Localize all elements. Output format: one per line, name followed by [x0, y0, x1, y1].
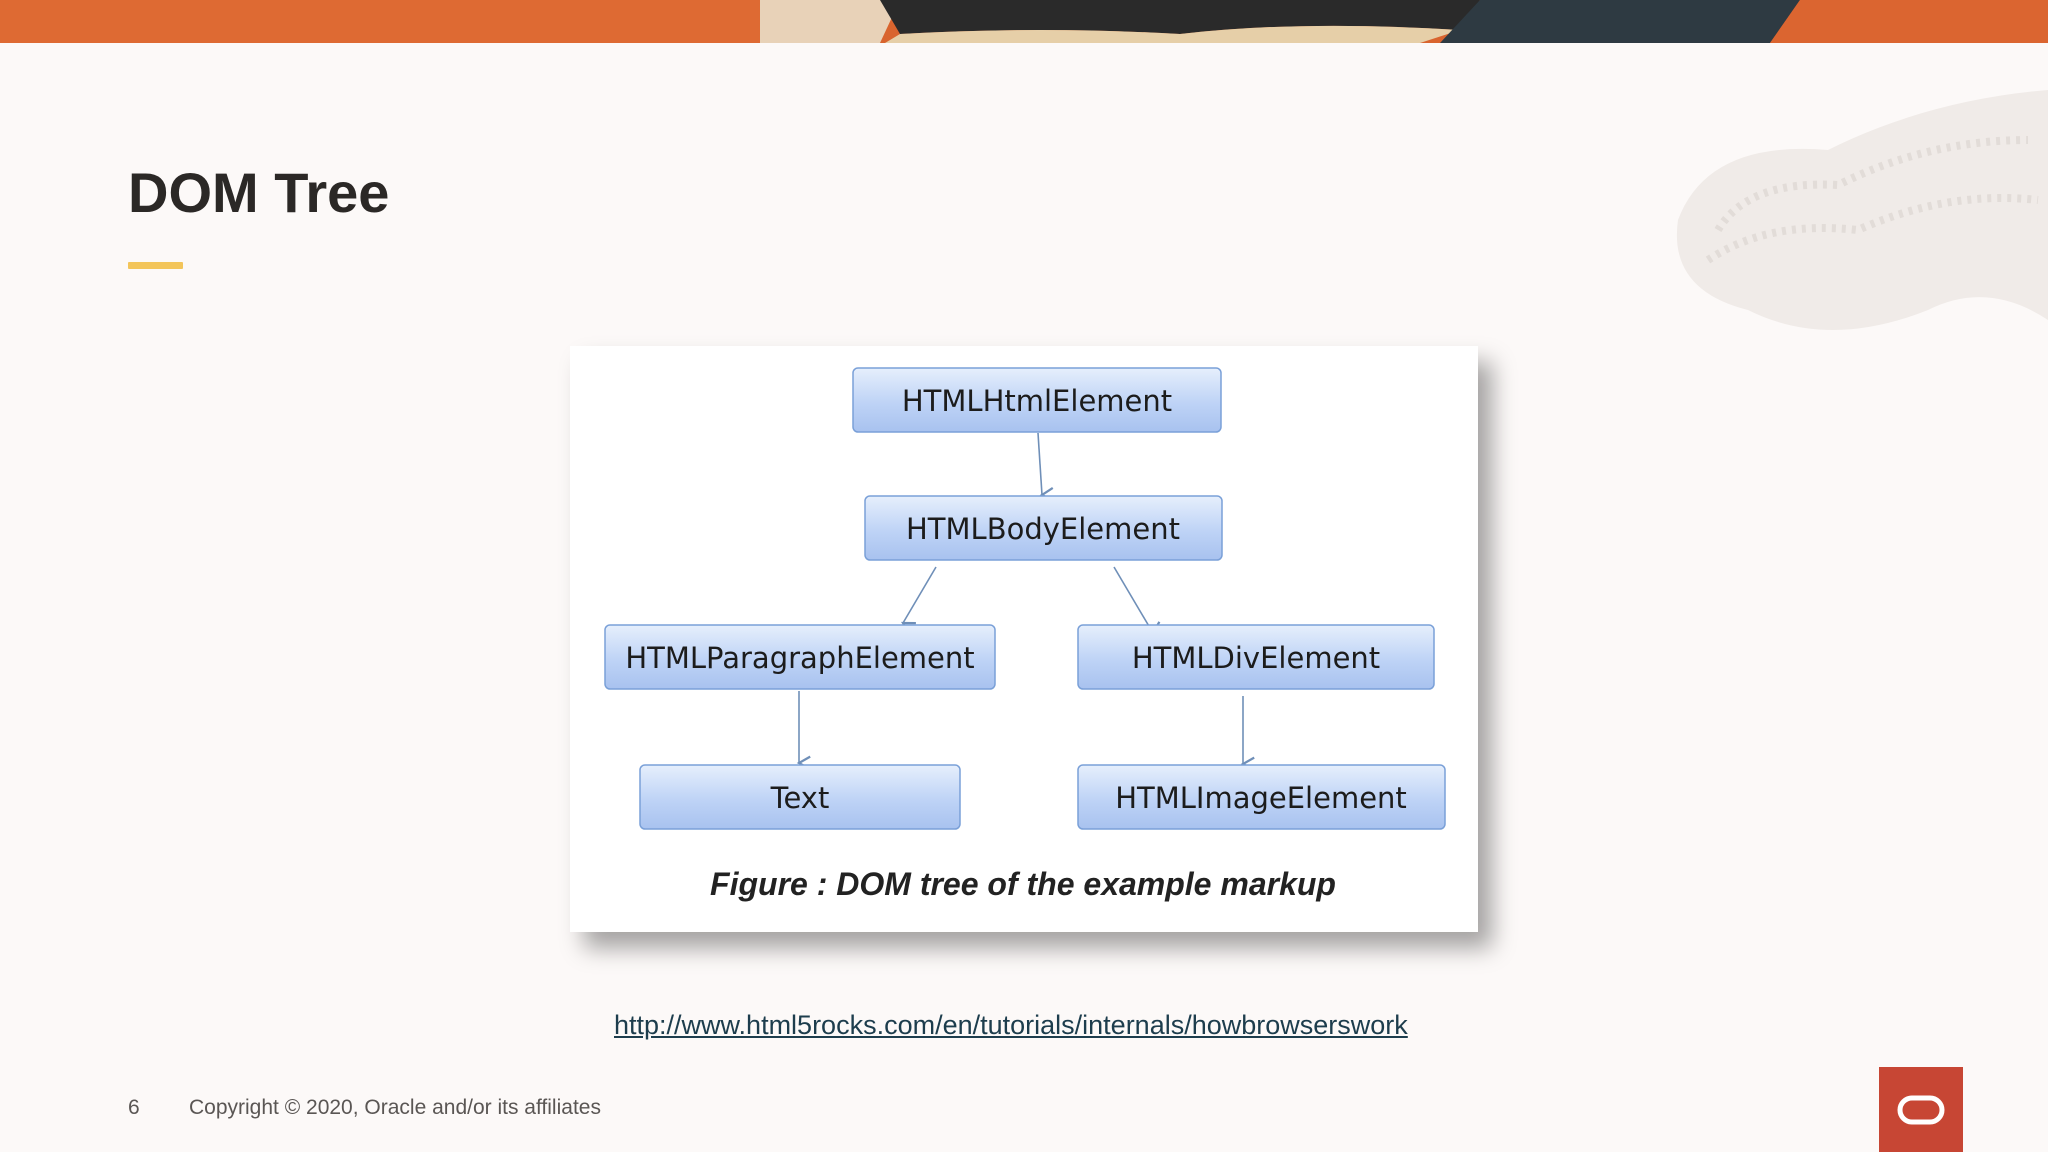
top-decorative-banner [0, 0, 2048, 43]
source-link[interactable]: http://www.html5rocks.com/en/tutorials/i… [614, 1010, 1408, 1040]
copyright-notice: Copyright © 2020, Oracle and/or its affi… [189, 1096, 601, 1119]
title-underline-accent [128, 262, 183, 269]
node-text-label: Text [770, 781, 830, 815]
edge-body-paragraph [901, 566, 937, 635]
node-text: Text [639, 764, 961, 830]
edge-body-div [1113, 566, 1166, 635]
decorative-pattern [1628, 80, 2048, 360]
node-body-element: HTMLBodyElement [864, 495, 1223, 561]
oracle-logo-icon [1879, 1067, 1963, 1152]
page-number: 6 [128, 1096, 140, 1119]
node-image-label: HTMLImageElement [1115, 781, 1407, 815]
dom-tree-figure: HTMLHtmlElement HTMLBodyElement HTMLPara… [570, 346, 1478, 932]
node-body-label: HTMLBodyElement [906, 512, 1180, 546]
node-html-label: HTMLHtmlElement [902, 384, 1172, 418]
figure-caption: Figure : DOM tree of the example markup [710, 866, 1336, 902]
page-title: DOM Tree [128, 161, 390, 224]
node-div-element: HTMLDivElement [1077, 624, 1435, 690]
node-paragraph-element: HTMLParagraphElement [604, 624, 996, 690]
edge-html-body [1037, 432, 1055, 502]
node-image-element: HTMLImageElement [1077, 764, 1446, 830]
node-paragraph-label: HTMLParagraphElement [625, 641, 974, 675]
node-html-element: HTMLHtmlElement [852, 367, 1222, 433]
node-div-label: HTMLDivElement [1132, 641, 1380, 675]
